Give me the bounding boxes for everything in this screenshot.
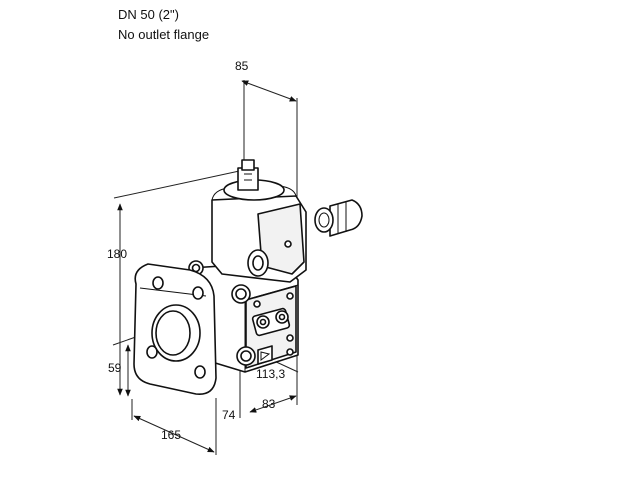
solenoid-actuator — [211, 179, 307, 283]
dimension-74-label: 74 — [222, 408, 236, 422]
dimension-113-3-label: 113,3 — [256, 367, 285, 381]
dimension-83-label: 83 — [262, 397, 276, 411]
dimension-180-label: 180 — [107, 247, 127, 261]
valve-body — [188, 260, 299, 373]
dimension-85-label: 85 — [235, 59, 249, 73]
dimension-74: 74 — [215, 398, 236, 455]
cable-gland — [314, 199, 363, 237]
dimension-59-label: 59 — [108, 361, 122, 375]
drawing-subtitle: No outlet flange — [118, 27, 210, 42]
dimension-83: 83 — [239, 369, 297, 418]
dimension-180: 180 — [107, 169, 245, 396]
inlet-flange — [133, 263, 217, 395]
drawing-title: DN 50 (2") — [118, 7, 179, 22]
dimension-165: 165 — [131, 399, 215, 453]
top-connector — [237, 159, 259, 191]
dimension-165-label: 165 — [161, 428, 181, 442]
